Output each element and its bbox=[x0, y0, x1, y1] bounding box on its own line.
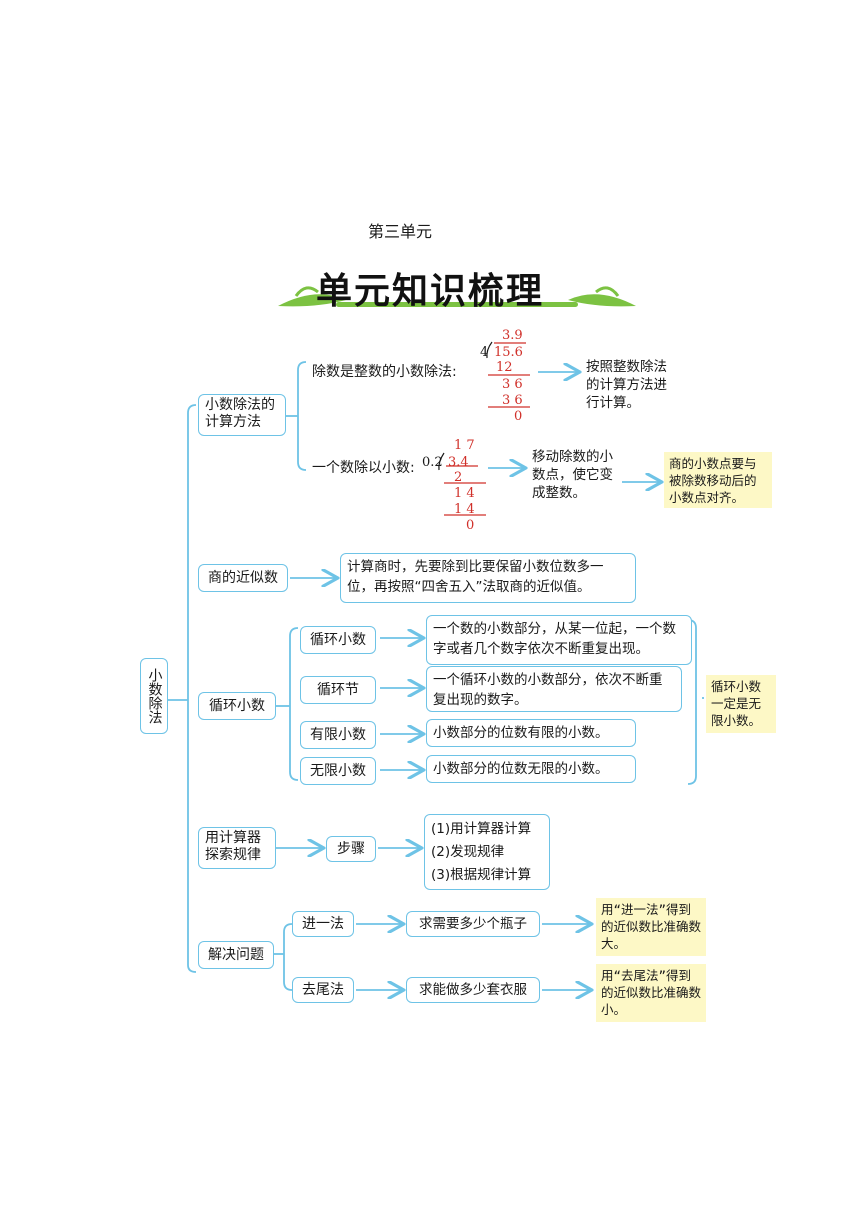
approx-desc-text: 计算商时，先要除到比要保留小数位数多一位，再按照“四舍五入”法取商的近似值。 bbox=[347, 559, 604, 595]
problem-method: 去尾法 bbox=[292, 977, 354, 1003]
ex1-quotient: 3.9 bbox=[502, 328, 523, 343]
ex2-dividend: 3.4 bbox=[448, 455, 469, 470]
ex1-row3: 3 6 bbox=[502, 393, 523, 408]
repeating-item-desc: 一个数的小数部分，从某一位起，一个数字或者几个数字依次不断重复出现。 bbox=[426, 615, 692, 665]
banner-title: 单元知识梳理 bbox=[315, 270, 544, 312]
calculator-step-label: 步骤 bbox=[326, 836, 376, 862]
calculator-step: (2)发现规律 bbox=[431, 844, 505, 860]
ex2-divisor: 0.2 bbox=[422, 455, 443, 470]
repeating-item-desc: 小数部分的位数无限的小数。 bbox=[426, 755, 636, 783]
repeating-item-desc: 小数部分的位数有限的小数。 bbox=[426, 719, 636, 747]
ex2-row4: 0 bbox=[466, 518, 475, 533]
root-node: 小数除法 bbox=[140, 658, 168, 734]
repeating-item-label: 有限小数 bbox=[300, 721, 376, 749]
ex2-row3: 1 4 bbox=[454, 502, 475, 517]
ex2-row1: 2 bbox=[454, 470, 463, 485]
repeating-item-label: 无限小数 bbox=[300, 757, 376, 785]
branch-calc-method: 小数除法的计算方法 bbox=[198, 394, 286, 436]
ex1-row4: 0 bbox=[514, 409, 523, 424]
decimal-divisor-label: 一个数除以小数: bbox=[312, 460, 415, 476]
branch-problems-label: 解决问题 bbox=[208, 947, 264, 963]
repeating-item-desc: 一个循环小数的小数部分，依次不断重复出现的数字。 bbox=[426, 666, 682, 712]
decimal-divisor-note: 商的小数点要与被除数移动后的小数点对齐。 bbox=[664, 452, 772, 508]
problem-method: 进一法 bbox=[292, 911, 354, 937]
branch-calculator: 用计算器探索规律 bbox=[198, 827, 276, 869]
repeating-item-label: 循环节 bbox=[300, 676, 376, 704]
integer-divisor-label: 除数是整数的小数除法: bbox=[312, 364, 457, 380]
problem-note: 用“进一法”得到的近似数比准确数大。 bbox=[596, 898, 706, 956]
branch-approx-label: 商的近似数 bbox=[208, 570, 278, 586]
leaf-banner-icon bbox=[278, 286, 636, 307]
approx-desc: 计算商时，先要除到比要保留小数位数多一位，再按照“四舍五入”法取商的近似值。 bbox=[340, 553, 636, 603]
ex1-row1: 12 bbox=[496, 360, 513, 375]
ex2-quotient: 1 7 bbox=[454, 438, 475, 453]
ex2-row2: 1 4 bbox=[454, 486, 475, 501]
calculator-step: (3)根据规律计算 bbox=[431, 867, 532, 883]
ex1-row2: 3 6 bbox=[502, 377, 523, 392]
problem-question: 求需要多少个瓶子 bbox=[406, 911, 540, 937]
branch-calc-method-label: 小数除法的计算方法 bbox=[205, 397, 275, 430]
integer-divisor-result: 按照整数除法的计算方法进行计算。 bbox=[586, 359, 667, 411]
ex1-dividend: 15.6 bbox=[494, 345, 523, 360]
problem-question: 求能做多少套衣服 bbox=[406, 977, 540, 1003]
ex1-divisor: 4 bbox=[480, 345, 489, 360]
calculator-step: (1)用计算器计算 bbox=[431, 821, 532, 837]
root-label: 小数除法 bbox=[146, 668, 163, 724]
repeating-note: 循环小数一定是无限小数。 bbox=[706, 675, 776, 733]
branch-repeating-label: 循环小数 bbox=[209, 698, 265, 714]
problem-note: 用“去尾法”得到的近似数比准确数小。 bbox=[596, 964, 706, 1022]
calculator-steps: (1)用计算器计算 (2)发现规律 (3)根据规律计算 bbox=[424, 814, 550, 890]
branch-calculator-label: 用计算器探索规律 bbox=[205, 830, 261, 863]
repeating-item-label: 循环小数 bbox=[300, 626, 376, 654]
branch-approx: 商的近似数 bbox=[198, 564, 288, 592]
decimal-divisor-result: 移动除数的小数点，使它变成整数。 bbox=[532, 449, 613, 501]
unit-label: 第三单元 bbox=[368, 222, 433, 241]
branch-problems: 解决问题 bbox=[198, 941, 274, 969]
branch-repeating: 循环小数 bbox=[198, 692, 276, 720]
